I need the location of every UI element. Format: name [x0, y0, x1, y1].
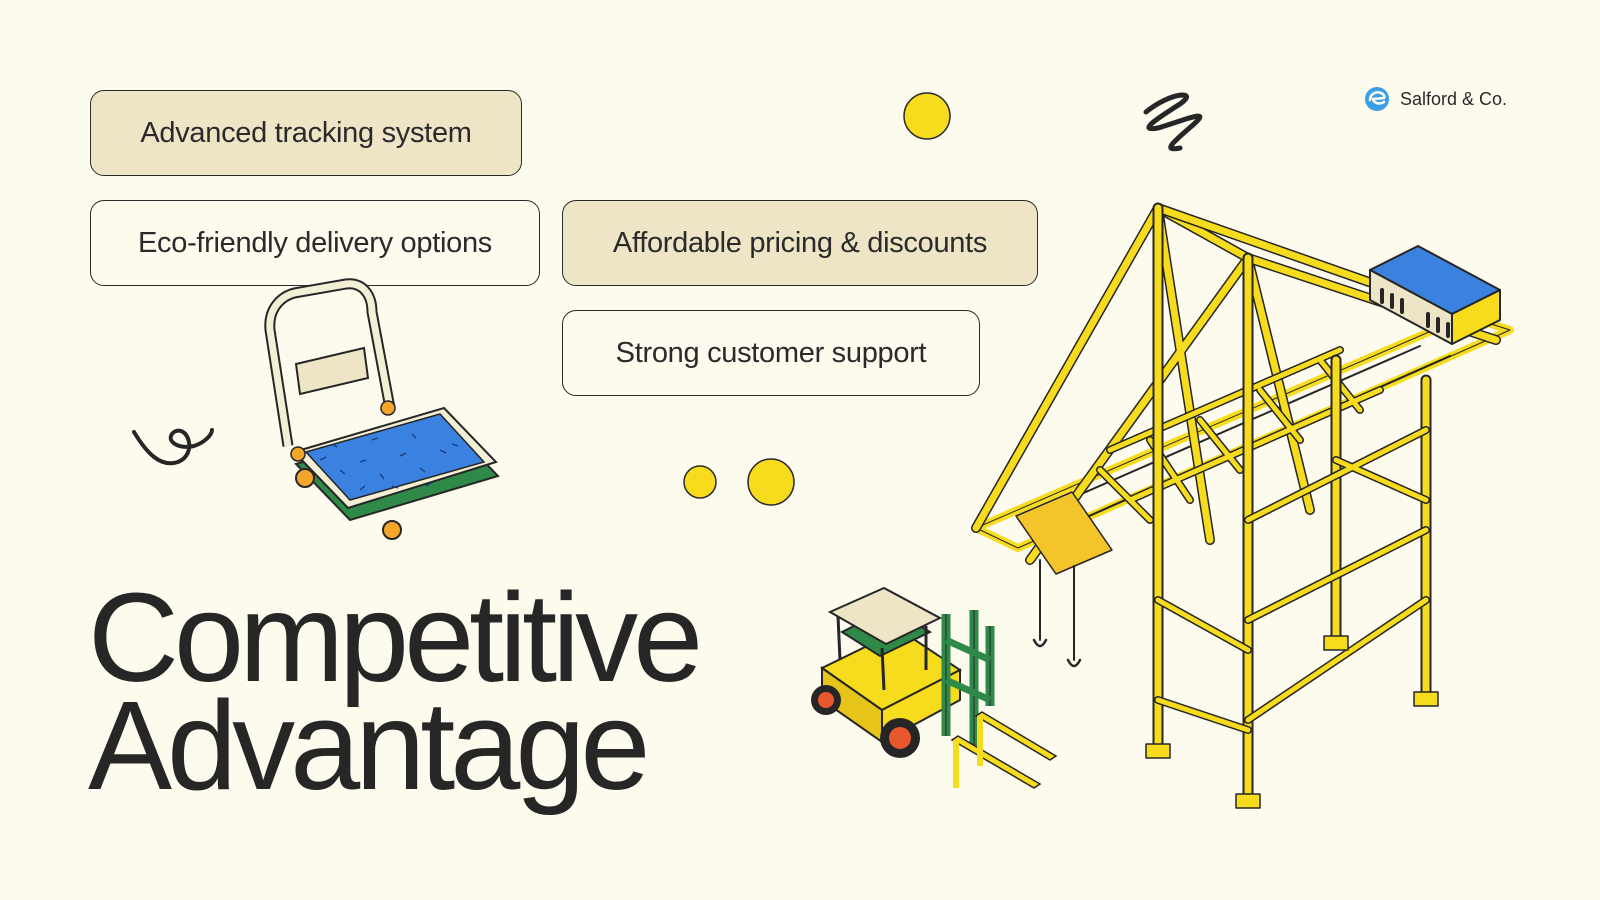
gantry-crane-icon [971, 202, 1514, 809]
forklift-icon [811, 586, 1058, 789]
slide-title: Competitive Advantage [88, 567, 703, 816]
title-line-2: Advantage [88, 675, 651, 816]
feature-pill-support: Strong customer support [562, 310, 980, 396]
yellow-dot-icon [903, 92, 951, 140]
yellow-dot-icon [683, 465, 717, 499]
feature-pill-pricing: Affordable pricing & discounts [562, 200, 1038, 286]
brand-logo: Salford & Co. [1364, 86, 1507, 112]
hand-truck-cart-icon [264, 278, 500, 540]
brand-name: Salford & Co. [1400, 88, 1508, 109]
title-line-1: Competitive [88, 567, 703, 708]
feature-pill-tracking: Advanced tracking system [90, 90, 522, 176]
squiggle-icon [1143, 92, 1203, 152]
brand-mark-icon [1365, 87, 1389, 111]
yellow-dot-icon [747, 458, 795, 506]
squiggle-icon [132, 428, 214, 466]
